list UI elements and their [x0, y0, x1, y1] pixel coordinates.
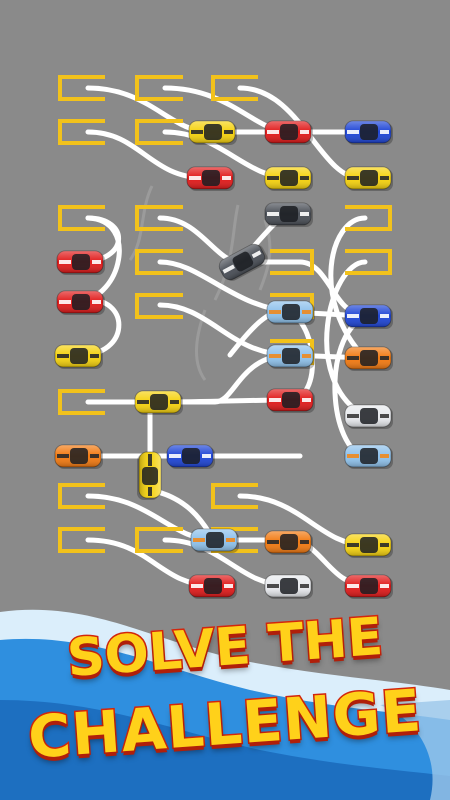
car-red[interactable]	[266, 388, 315, 413]
car-red[interactable]	[56, 250, 105, 275]
banner-background	[0, 609, 450, 800]
parking-slot	[58, 205, 105, 231]
parking-slot	[211, 75, 258, 101]
car-red[interactable]	[56, 290, 105, 315]
car-yellow[interactable]	[188, 120, 237, 145]
car-blue[interactable]	[344, 120, 393, 145]
parking-slot	[58, 389, 105, 415]
car-red[interactable]	[344, 574, 393, 599]
car-white[interactable]	[344, 404, 393, 429]
parking-slot	[345, 249, 392, 275]
parking-slot	[270, 249, 314, 275]
car-red[interactable]	[264, 120, 313, 145]
car-yellow[interactable]	[344, 533, 393, 558]
car-yellow[interactable]	[134, 390, 183, 415]
car-blue[interactable]	[344, 304, 393, 329]
parking-slot	[211, 483, 258, 509]
car-red[interactable]	[188, 574, 237, 599]
car-orange[interactable]	[264, 530, 313, 555]
parking-slot	[135, 293, 183, 319]
car-yellow[interactable]	[137, 451, 162, 500]
car-light-blue[interactable]	[190, 528, 239, 553]
car-light-blue[interactable]	[266, 300, 315, 325]
banner-swirl	[380, 700, 450, 800]
banner-wave-dark	[0, 700, 450, 800]
car-gray[interactable]	[217, 241, 271, 285]
car-yellow[interactable]	[344, 166, 393, 191]
parking-slot	[135, 527, 183, 553]
car-yellow[interactable]	[54, 344, 103, 369]
car-light-blue[interactable]	[344, 444, 393, 469]
car-blue[interactable]	[166, 444, 215, 469]
parking-slots	[58, 75, 392, 553]
parking-slot	[135, 205, 183, 231]
car-orange[interactable]	[344, 346, 393, 371]
parking-slot	[135, 75, 183, 101]
parking-slot	[135, 249, 183, 275]
parking-slot	[58, 75, 105, 101]
parking-slot	[135, 119, 183, 145]
car-light-blue[interactable]	[266, 344, 315, 369]
car-orange[interactable]	[54, 444, 103, 469]
cars-layer	[54, 120, 393, 599]
parking-slot	[58, 483, 105, 509]
car-red[interactable]	[186, 166, 235, 191]
parking-slot	[345, 205, 392, 231]
car-yellow[interactable]	[264, 166, 313, 191]
car-gray[interactable]	[264, 202, 313, 227]
car-white[interactable]	[264, 574, 313, 599]
parking-slot	[58, 527, 105, 553]
parking-slot	[58, 119, 105, 145]
